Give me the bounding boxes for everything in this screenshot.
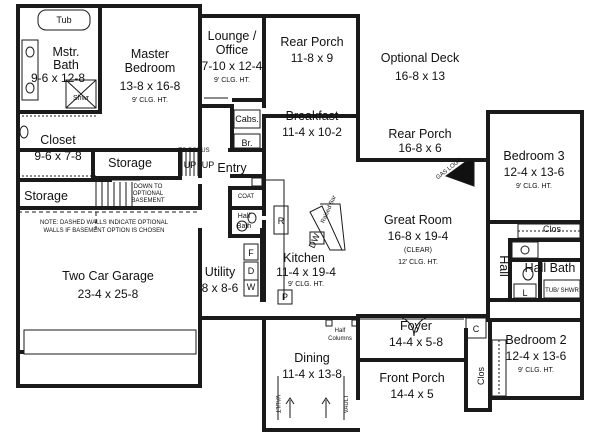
bedroom2-ceiling: 9' CLG. HT. (518, 367, 554, 374)
raised-bar-label: Raised Bar (320, 195, 338, 225)
garage-note-2: WALLS IF BASEMENT OPTION IS CHOSEN (43, 228, 164, 234)
master-bedroom-name-2: Bedroom (125, 61, 176, 75)
kitchen-name: Kitchen (283, 251, 325, 265)
garage-note-1: NOTE: DASHED WALLS INDICATE OPTIONAL (40, 220, 169, 226)
washer-label: W (247, 282, 256, 292)
garage-dims: 23-4 x 25-8 (78, 287, 139, 301)
optional-deck-dims: 16-8 x 13 (395, 69, 445, 83)
tub-shwr-label: TUB/ SHWR (545, 288, 579, 294)
hall-bath-name: Hall Bath (525, 261, 576, 275)
linen-label: L (522, 288, 527, 298)
entry-up: UP (202, 160, 215, 170)
clos-bed2-label: Clos (476, 367, 486, 386)
vault-left-label: VAULT (274, 395, 280, 414)
dw-label: DW (307, 231, 322, 249)
lounge-ceiling: 9' CLG. HT. (214, 77, 250, 84)
rear-porch-top-dims: 11-8 x 9 (291, 51, 334, 65)
bedroom2-name: Bedroom 2 (505, 333, 566, 347)
br-label: Br. (241, 138, 252, 148)
half-bath-name-1: Half (238, 213, 251, 220)
breakfast-name: Breakfast (286, 109, 339, 123)
garage-name: Two Car Garage (62, 269, 154, 283)
to-bonus-up: UP (184, 160, 197, 170)
half-columns-2: Columns (328, 336, 352, 342)
master-bath-dims: 9-6 x 12-8 (31, 71, 85, 85)
coat-label: COAT (238, 194, 255, 200)
to-bonus-label: TO BONUS (178, 148, 209, 154)
dryer-label: D (248, 266, 255, 276)
bedroom2-dims: 12-4 x 13-6 (506, 349, 567, 363)
master-bedroom-name-1: Master (131, 47, 169, 61)
thin-lines (18, 9, 581, 420)
bedroom3-dims: 12-4 x 13-6 (504, 165, 565, 179)
closet-c-label: C (473, 324, 480, 334)
walls (16, 4, 584, 432)
vault-right-label: VAULT (344, 394, 350, 413)
storage-upper-name: Storage (108, 156, 152, 170)
master-shower-label: Shwr (73, 95, 90, 102)
storage-lower-name: Storage (24, 189, 68, 203)
master-bath-name-1: Mstr. (52, 45, 79, 59)
closet-name: Closet (40, 133, 76, 147)
bedroom3-name: Bedroom 3 (503, 149, 564, 163)
rear-porch-top-name: Rear Porch (280, 35, 343, 49)
labels: Tub Mstr. Bath 9-6 x 12-8 Shwr Master Be… (24, 15, 579, 414)
great-room-dims: 16-8 x 19-4 (388, 229, 449, 243)
entry-name: Entry (217, 161, 247, 175)
dining-dims: 11-4 x 13-8 (282, 367, 342, 381)
optional-deck-name: Optional Deck (381, 51, 460, 65)
hall-label: Hall (497, 255, 511, 277)
tub-label: Tub (56, 15, 71, 25)
breakfast-dims: 11-4 x 10-2 (282, 125, 342, 139)
front-porch-dims: 14-4 x 5 (390, 387, 434, 401)
lounge-name-1: Lounge / (208, 29, 257, 43)
utility-dims: 8 x 8-6 (202, 281, 239, 295)
half-bath-name-2: Bath (237, 223, 252, 230)
master-bath-name-2: Bath (53, 58, 79, 72)
foyer-name: Foyer (400, 319, 432, 333)
lounge-name-2: Office (216, 43, 248, 57)
down-to-label-3: BASEMENT (131, 198, 164, 204)
cabs-label: Cabs. (235, 114, 259, 124)
dining-name: Dining (294, 351, 329, 365)
freezer-label: F (248, 248, 254, 258)
down-to-label-2: OPTIONAL (133, 191, 164, 197)
lounge-dims: 7-10 x 12-4 (202, 59, 263, 73)
closet-dims: 9-6 x 7-8 (34, 149, 82, 163)
bedroom3-ceiling: 9' CLG. HT. (516, 183, 552, 190)
front-porch-name: Front Porch (379, 371, 444, 385)
pantry-label: P (282, 292, 288, 302)
master-bedroom-ceiling: 9' CLG. HT. (132, 97, 168, 104)
down-to-label-1: DOWN TO (134, 184, 163, 190)
kitchen-ceiling: 9' CLG. HT. (288, 281, 324, 288)
half-columns-1: Half (335, 328, 346, 334)
foyer-dims: 14-4 x 5-8 (389, 335, 443, 349)
great-room-name: Great Room (384, 213, 452, 227)
great-room-clear: (CLEAR) (404, 247, 432, 254)
great-room-ceiling: 12' CLG. HT. (398, 259, 438, 266)
kitchen-dims: 11-4 x 19-4 (276, 265, 336, 279)
rear-porch-mid-dims: 16-8 x 6 (398, 141, 442, 155)
rear-porch-mid-name: Rear Porch (388, 127, 451, 141)
fridge-label: R (278, 216, 285, 226)
clos-bed3-label: Clos (543, 224, 562, 234)
utility-name: Utility (205, 265, 236, 279)
master-bedroom-dims: 13-8 x 16-8 (120, 79, 181, 93)
